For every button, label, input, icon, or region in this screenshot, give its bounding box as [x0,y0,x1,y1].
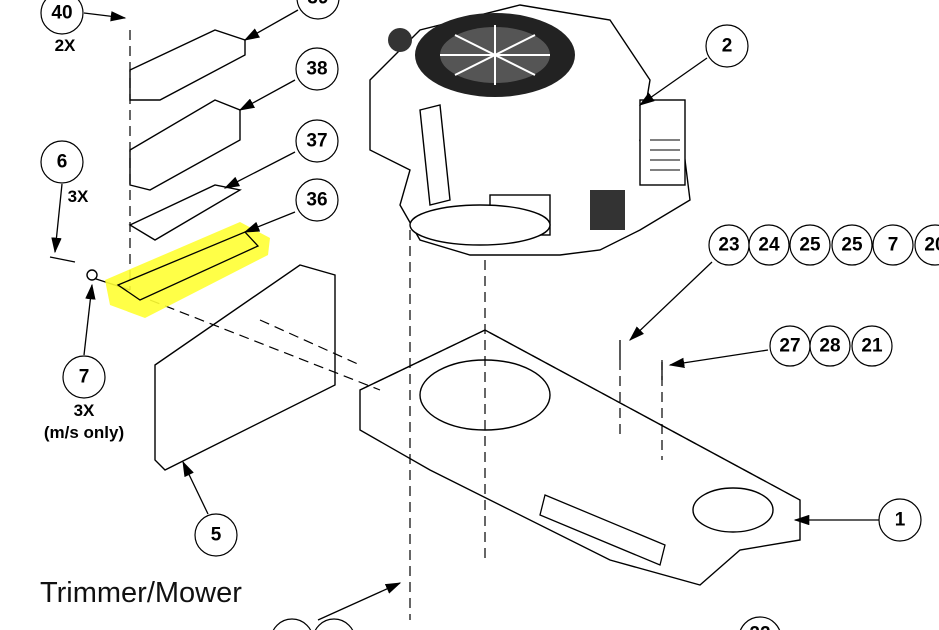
callout-7: 7 [79,367,90,388]
callout-circles [40,0,939,630]
callout-25: 25 [799,235,821,256]
callout-40: 40 [51,3,72,24]
callout-28: 28 [819,336,840,357]
callout-24: 24 [758,235,780,256]
callout-5: 5 [211,525,222,546]
diagram-title: Trimmer/Mower [40,577,242,609]
callout-39: 39 [307,0,328,9]
qty-7: 3X [74,401,95,420]
leader-lines [51,9,879,621]
callout-1: 1 [895,510,906,531]
mower-deck [359,230,801,620]
callout-27: 27 [779,336,800,357]
callout-6: 6 [57,152,68,173]
callout-7: 7 [888,235,899,256]
callout-21: 21 [861,336,883,357]
callout-25: 25 [841,235,863,256]
callout-22: 22 [749,624,770,630]
note-7: (m/s only) [44,423,124,442]
callout-23: 23 [718,235,739,256]
callout-38: 38 [306,59,327,80]
callout-37: 37 [306,131,327,152]
callout-36: 36 [306,190,327,211]
highlighted-bracket-36[interactable] [105,222,270,318]
parts-stack [49,29,381,471]
callout-2: 2 [722,36,733,57]
qty-40: 2X [55,36,76,55]
qty-6: 3X [68,187,89,206]
callout-20: 20 [924,235,939,256]
engine [369,4,691,256]
